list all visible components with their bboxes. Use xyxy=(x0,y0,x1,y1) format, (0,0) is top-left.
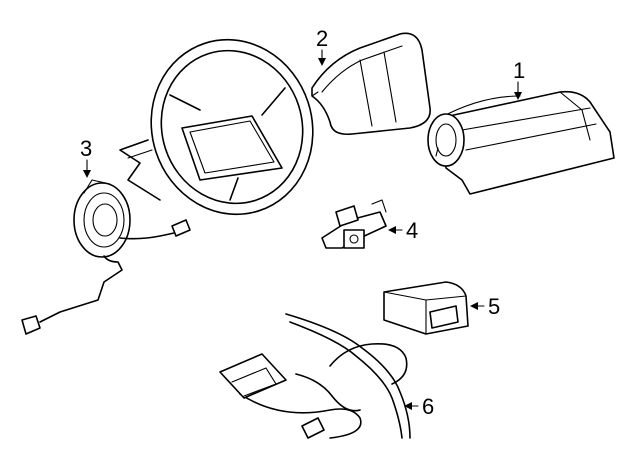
callout-6: 6 xyxy=(404,394,434,419)
steering-wheel[interactable] xyxy=(119,19,335,236)
passenger-airbag-module[interactable] xyxy=(427,90,615,195)
sensor[interactable] xyxy=(321,199,387,249)
clockspring[interactable] xyxy=(21,179,191,335)
driver-airbag-module[interactable] xyxy=(311,32,431,136)
wiring-harness[interactable] xyxy=(219,313,411,439)
svg-text:2: 2 xyxy=(316,26,328,51)
callout-4: 4 xyxy=(388,218,418,243)
svg-text:5: 5 xyxy=(488,294,500,319)
callout-5: 5 xyxy=(470,294,500,319)
callout-1: 1 xyxy=(513,58,525,100)
svg-text:6: 6 xyxy=(422,394,434,419)
svg-text:4: 4 xyxy=(406,218,418,243)
callout-3: 3 xyxy=(80,136,92,178)
svg-text:1: 1 xyxy=(513,58,525,83)
callout-2: 2 xyxy=(316,26,328,66)
svg-text:3: 3 xyxy=(80,136,92,161)
control-module-cover[interactable] xyxy=(383,281,469,335)
